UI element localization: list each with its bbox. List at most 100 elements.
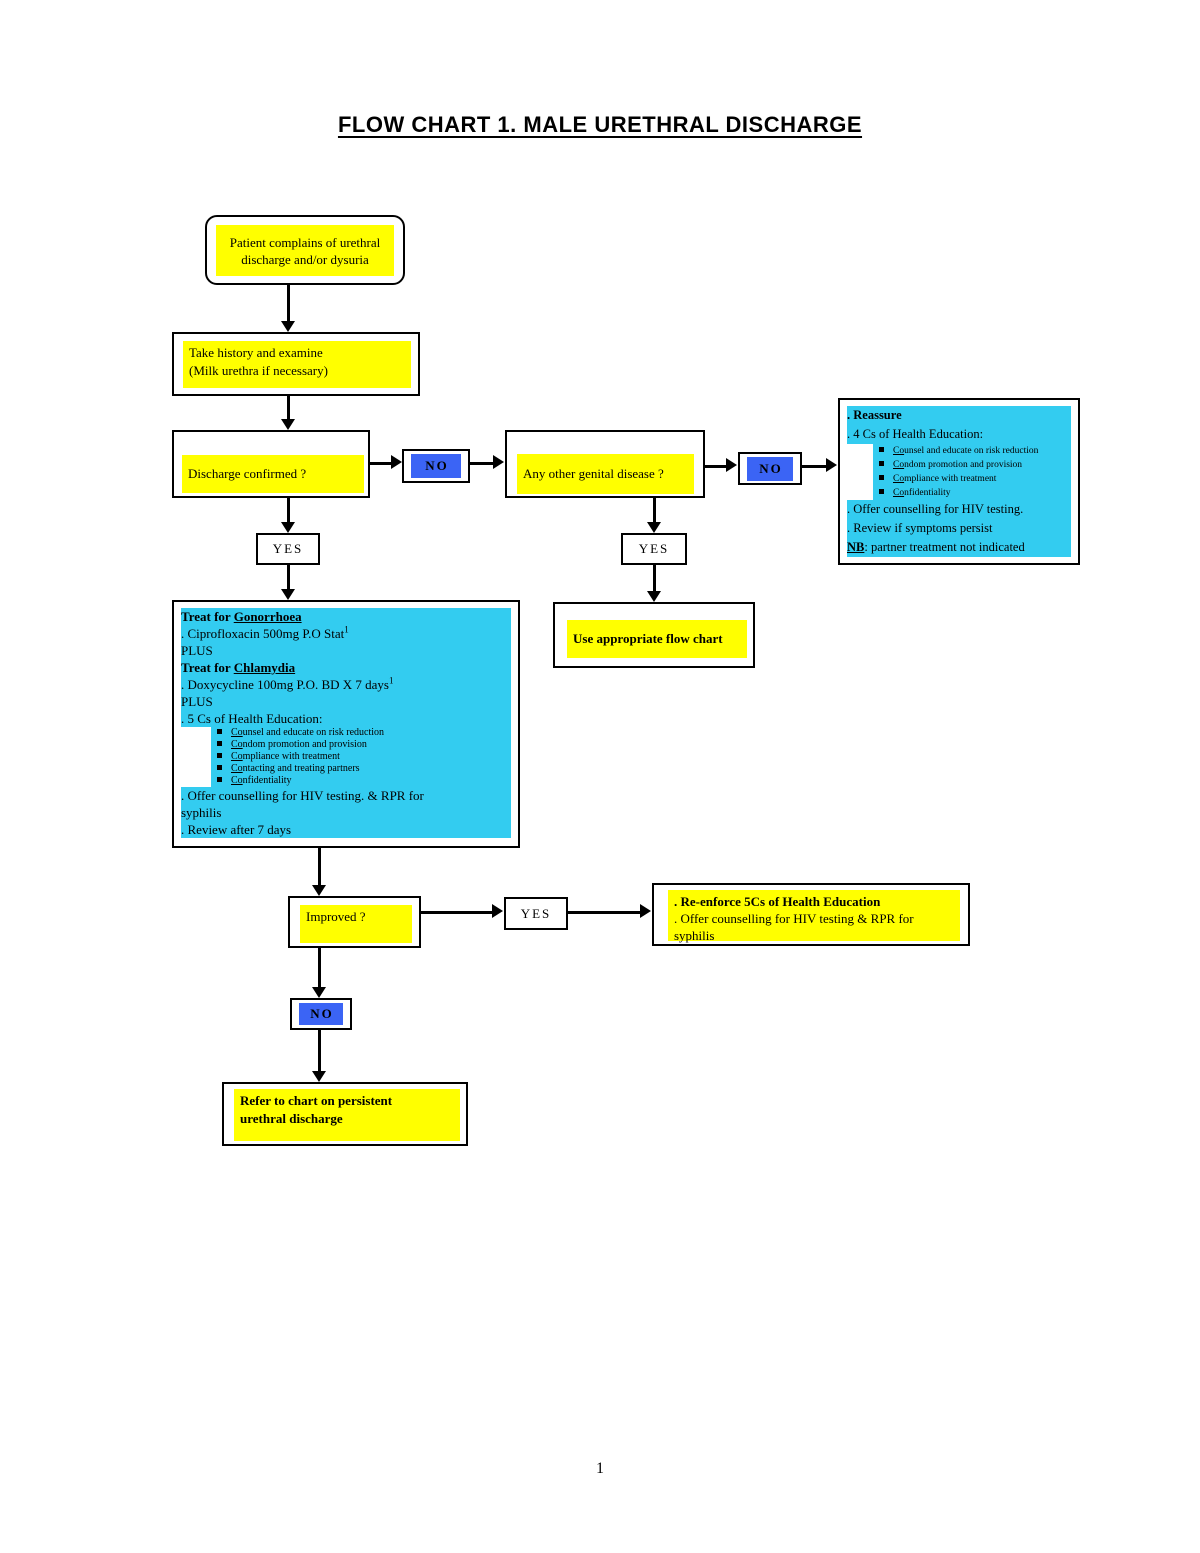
- reassure-line1: . Reassure: [847, 406, 1071, 425]
- label-no-1: NO: [402, 449, 470, 483]
- bullet-icon: [879, 447, 884, 452]
- take-history-line1: Take history and examine: [189, 345, 323, 360]
- bullet-icon: [217, 741, 222, 746]
- arrowhead-yes-reinforce: [640, 904, 651, 918]
- treat-bullet-1-u: Co: [231, 727, 243, 738]
- connector-no-reassure: [802, 465, 826, 468]
- page-title: FLOW CHART 1. MALE URETHRAL DISCHARGE: [337, 112, 863, 137]
- arrowhead-no-reassure: [826, 458, 837, 472]
- treat-line1-underlined: Gonorrhoea: [233, 609, 302, 624]
- node-refer-label: Refer to chart on persistent urethral di…: [234, 1089, 460, 1141]
- node-reinforce: . Re-enforce 5Cs of Health Education . O…: [652, 883, 970, 946]
- label-no-2: NO: [738, 452, 802, 485]
- bullet-icon: [217, 729, 222, 734]
- connector-discharge-no: [370, 462, 391, 465]
- treat-bullet-1-text: unsel and educate on risk reduction: [242, 727, 385, 738]
- reassure-bullet-3-text: mpliance with treatment: [904, 474, 997, 484]
- node-refer: Refer to chart on persistent urethral di…: [222, 1082, 468, 1146]
- treat-bullet-4-u: Co: [231, 763, 243, 774]
- arrowhead-other-no: [726, 458, 737, 472]
- arrowhead-start-history: [281, 321, 295, 332]
- treat-line2: . Ciprofloxacin 500mg P.O Stat1: [181, 625, 511, 642]
- node-reassure-content: . Reassure . 4 Cs of Health Education: C…: [847, 406, 1071, 557]
- reassure-bullet-2-u: Co: [893, 460, 905, 470]
- treat-bullet-2: Condom promotion and provision: [181, 739, 511, 751]
- treat-bullet-5-text: nfidentiality: [242, 775, 292, 786]
- treat-line4-underlined: Chlamydia: [233, 660, 296, 675]
- node-discharge-confirmed: Discharge confirmed ?: [172, 430, 370, 498]
- connector-other-yes: [653, 498, 656, 522]
- treat-bullet-5: Confidentiality: [181, 775, 511, 787]
- arrowhead-discharge-yes: [281, 522, 295, 533]
- node-reassure: . Reassure . 4 Cs of Health Education: C…: [838, 398, 1080, 565]
- node-discharge-confirmed-label: Discharge confirmed ?: [182, 455, 364, 493]
- treat-line5-superscript: 1: [389, 675, 394, 686]
- treat-line1: Treat for Gonorrhoea: [181, 608, 511, 625]
- reassure-bullet-1-text: unsel and educate on risk reduction: [904, 446, 1039, 456]
- node-improved-label: Improved ?: [300, 905, 412, 943]
- label-yes-3: YES: [504, 897, 568, 930]
- bullet-icon: [217, 753, 222, 758]
- reassure-nb-line: NB: partner treatment not indicated: [847, 538, 1071, 557]
- reassure-bullet-3: Compliance with treatment: [847, 472, 1071, 486]
- connector-start-history: [287, 285, 290, 321]
- reassure-line3: . Offer counselling for HIV testing.: [847, 500, 1071, 519]
- refer-line1: Refer to chart on persistent: [240, 1093, 393, 1108]
- reassure-nb-text: : partner treatment not indicated: [864, 540, 1025, 554]
- treat-line10: . Review after 7 days: [181, 821, 511, 838]
- treat-line3: PLUS: [181, 642, 511, 659]
- label-no-3: NO: [290, 998, 352, 1030]
- treat-bullet-4: Contacting and treating partners: [181, 763, 511, 775]
- node-other-genital-disease: Any other genital disease ?: [505, 430, 705, 498]
- connector-discharge-yes: [287, 498, 290, 522]
- treat-line5-text: . Doxycycline 100mg P.O. BD X 7 days: [181, 677, 389, 692]
- treat-bullet-3-u: Co: [231, 751, 243, 762]
- connector-yes-reinforce: [568, 911, 640, 914]
- bullet-icon: [879, 489, 884, 494]
- reassure-bullet-4: Confidentiality: [847, 486, 1071, 500]
- connector-other-no: [705, 465, 726, 468]
- node-treat-content: Treat for Gonorrhoea . Ciprofloxacin 500…: [181, 608, 511, 840]
- arrowhead-treat-improved: [312, 885, 326, 896]
- treat-line2-superscript: 1: [344, 624, 349, 635]
- connector-history-discharge: [287, 396, 290, 419]
- reinforce-line2: . Offer counselling for HIV testing & RP…: [674, 911, 914, 926]
- reinforce-line1: . Re-enforce 5Cs of Health Education: [674, 894, 881, 909]
- node-use-flow-chart-label: Use appropriate flow chart: [567, 620, 747, 658]
- node-other-genital-disease-label: Any other genital disease ?: [517, 454, 694, 494]
- reinforce-line3: syphilis: [674, 928, 715, 943]
- connector-improved-no: [318, 948, 321, 987]
- reassure-bullet-1: Counsel and educate on risk reduction: [847, 444, 1071, 458]
- treat-line7: . 5 Cs of Health Education:: [181, 710, 511, 727]
- node-take-history-label: Take history and examine (Milk urethra i…: [183, 341, 411, 388]
- treat-line8: . Offer counselling for HIV testing. & R…: [181, 787, 511, 804]
- node-improved: Improved ?: [288, 896, 421, 948]
- reassure-bullet-3-u: Co: [893, 474, 905, 484]
- reassure-bullet-2: Condom promotion and provision: [847, 458, 1071, 472]
- reassure-nb-label: NB: [847, 540, 865, 554]
- reassure-bullet-4-u: Co: [893, 488, 905, 498]
- page-number: 1: [596, 1460, 604, 1477]
- bullet-icon: [879, 475, 884, 480]
- connector-no-refer: [318, 1030, 321, 1071]
- node-reinforce-label: . Re-enforce 5Cs of Health Education . O…: [668, 890, 960, 943]
- arrowhead-discharge-no: [391, 455, 402, 469]
- arrowhead-yes-treat: [281, 589, 295, 600]
- arrowhead-improved-yes: [492, 904, 503, 918]
- connector-no-other: [470, 462, 493, 465]
- label-yes-2: YES: [621, 533, 687, 565]
- take-history-line2: (Milk urethra if necessary): [189, 363, 328, 378]
- connector-improved-yes: [421, 911, 492, 914]
- bullet-icon: [217, 777, 222, 782]
- treat-line2-text: . Ciprofloxacin 500mg P.O Stat: [181, 626, 345, 641]
- label-no-3-chip: NO: [299, 1003, 343, 1025]
- connector-treat-improved: [318, 848, 321, 885]
- treat-bullet-5-u: Co: [231, 775, 243, 786]
- label-no-1-chip: NO: [411, 454, 461, 478]
- label-no-2-chip: NO: [747, 456, 793, 481]
- node-start: Patient complains of urethral discharge …: [205, 215, 405, 285]
- treat-line4-prefix: Treat for: [181, 660, 234, 675]
- arrowhead-no-other: [493, 455, 504, 469]
- treat-line4: Treat for Chlamydia: [181, 659, 511, 676]
